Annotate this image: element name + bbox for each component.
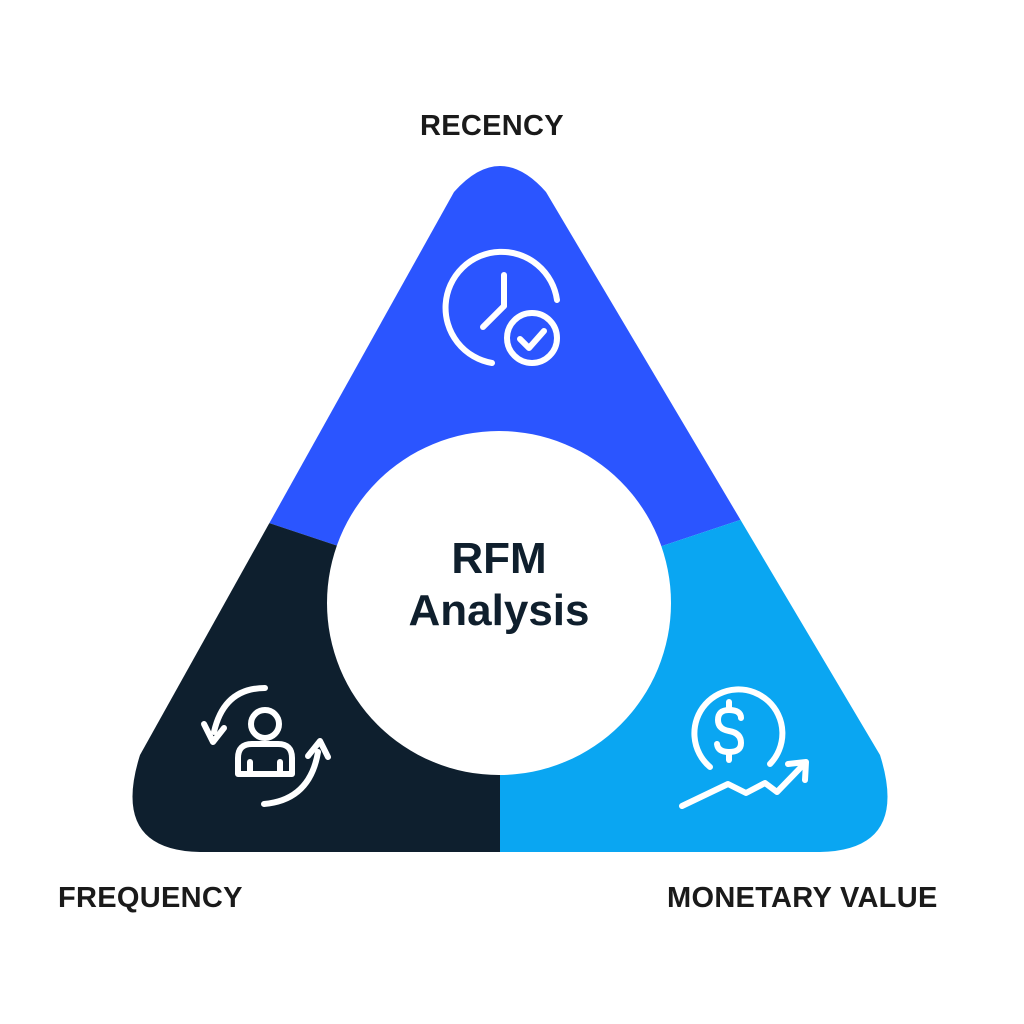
dollar-growth-icon	[679, 686, 809, 809]
recency-label: RECENCY	[420, 110, 564, 142]
clock-check-icon	[442, 248, 560, 366]
monetary-value-label: MONETARY VALUE	[667, 882, 938, 914]
center-title-line1: RFM	[451, 534, 547, 583]
frequency-label: FREQUENCY	[58, 882, 243, 914]
person-cycle-icon	[201, 685, 331, 807]
center-title: RFM Analysis	[329, 533, 669, 637]
center-title-line2: Analysis	[408, 586, 590, 635]
center-circle	[327, 431, 671, 775]
